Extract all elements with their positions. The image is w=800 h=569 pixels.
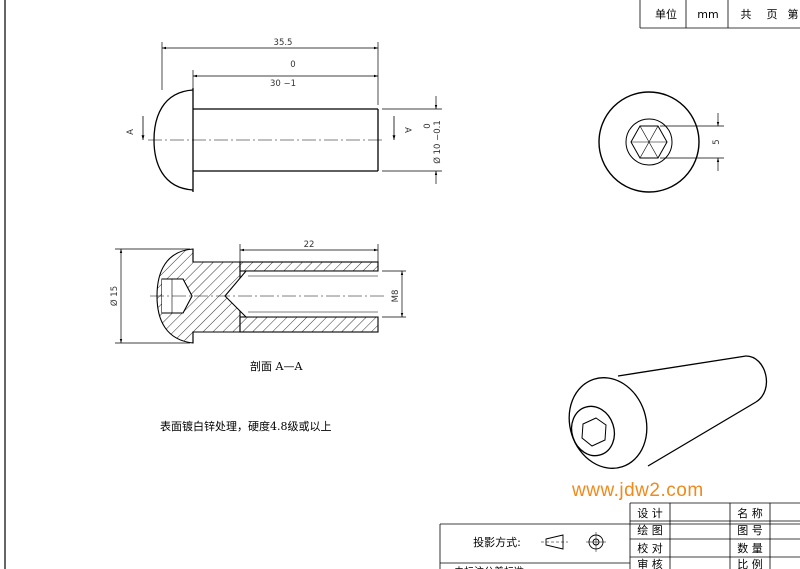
standard-note: 未标注公差标准 <box>444 563 534 569</box>
dim-text-shank: 30 −1 <box>270 79 296 89</box>
dim-text-thread: M8 <box>391 290 401 303</box>
dim-head-diameter <box>115 248 190 344</box>
name-label: 名 称 <box>737 507 763 520</box>
unit-value: mm <box>697 7 719 21</box>
total-label: 共 <box>740 8 752 21</box>
dim-shank-length <box>192 70 378 88</box>
dim-text-hex: 5 <box>712 139 722 144</box>
section-mark-left: A <box>126 129 136 135</box>
dim-overall-length <box>161 42 379 105</box>
section-label: 剖面 A—A <box>250 360 303 373</box>
dim-diameter <box>382 96 442 184</box>
dim-hex-size <box>660 113 724 171</box>
surface-note: 表面镀白锌处理，硬度4.8级或以上 <box>160 420 332 433</box>
design-label: 设 计 <box>637 507 663 520</box>
dim-text-overall: 35.5 <box>274 38 293 48</box>
dim-thread-length <box>239 244 379 262</box>
reviewed-label: 审 核 <box>637 558 663 569</box>
watermark: www.jdw2.com <box>572 480 704 501</box>
dim-text-head-diameter: Ø 15 <box>109 286 120 306</box>
drawn-label: 绘 图 <box>637 524 663 537</box>
projection-label: 投影方式: <box>473 536 521 549</box>
projection-symbol <box>541 532 606 552</box>
page-label: 页 <box>766 8 778 21</box>
drawing-no-label: 图 号 <box>737 524 763 537</box>
dim-text-diameter-upper: 0 <box>423 123 433 128</box>
quantity-label: 数 量 <box>737 542 763 555</box>
bolt-end-view <box>598 91 700 193</box>
sheet-label: 第 <box>787 8 799 21</box>
scale-label: 比 例 <box>737 558 763 569</box>
unit-label: 单位 <box>655 8 677 21</box>
dim-text-thread-length: 22 <box>304 240 315 250</box>
dim-text-shank-upper: 0 <box>290 60 295 70</box>
dim-thread <box>382 270 406 318</box>
bolt-3d-view <box>568 355 767 469</box>
section-mark-right: A <box>402 127 412 133</box>
title-block-bottom-lines <box>439 502 800 569</box>
checked-label: 校 对 <box>637 542 663 555</box>
title-block-top-lines <box>639 0 800 29</box>
dim-text-diameter: Ø 10 −0.1 <box>432 120 443 164</box>
bolt-section-view <box>156 248 379 344</box>
